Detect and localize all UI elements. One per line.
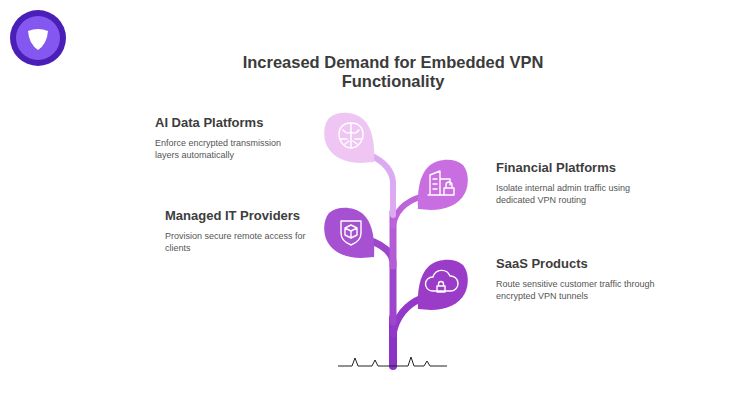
leaf-icon [341,221,361,245]
node-description: Isolate internal admin traffic using ded… [496,182,666,206]
logo-ring [10,10,66,66]
leaf-node: AI Data PlatformsEnforce encrypted trans… [150,106,382,166]
node-heading: Financial Platforms [496,160,666,176]
node-heading: Managed IT Providers [165,208,330,224]
text-group: SaaS ProductsRoute sensitive customer tr… [496,256,658,302]
tree-trunk [372,156,422,366]
text-group: Managed IT ProvidersProvision secure rem… [165,208,330,254]
leaf-shape [413,155,469,211]
text-group: AI Data PlatformsEnforce encrypted trans… [155,115,305,161]
logo-disc [16,16,60,60]
leaf-fill [324,113,374,163]
leaf-shape [413,255,469,311]
branch-saas [393,298,422,334]
leaf-shape [323,203,379,259]
leaf-fill [324,208,374,258]
leaf-node: Managed IT ProvidersProvision secure rem… [158,200,382,260]
brand-logo [10,10,66,66]
logo-shield [28,29,48,50]
node-description: Route sensitive customer traffic through… [496,278,658,302]
grass-line [338,357,447,366]
leaf-icon [339,123,363,148]
leaf-fill [418,260,468,310]
diagram-title: Increased Demand for Embedded VPN Functi… [200,53,586,91]
node-description: Enforce encrypted transmission layers au… [155,137,305,161]
leaf-fill [418,160,468,210]
node-heading: AI Data Platforms [155,115,305,131]
branch-financial [393,197,420,226]
leaf-shape [323,108,379,164]
node-heading: SaaS Products [496,256,658,272]
leaf-node: Financial PlatformsIsolate internal admi… [412,153,662,213]
leaf-icon [428,171,454,195]
text-group: Financial PlatformsIsolate internal admi… [496,160,666,206]
leaf-icon [425,270,458,292]
node-description: Provision secure remote access for clien… [165,230,330,254]
leaf-node: SaaS ProductsRoute sensitive customer tr… [412,253,662,313]
branch-ai [372,156,393,215]
